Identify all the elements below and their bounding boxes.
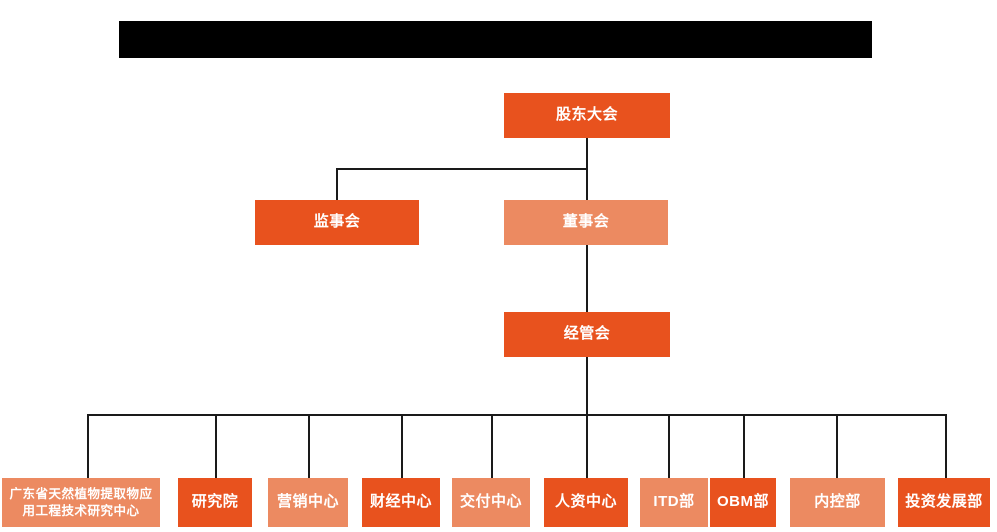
connector-to-supervisors — [336, 168, 338, 200]
node-department-label-5: 交付中心 — [459, 493, 522, 511]
connector-directors-to-management — [586, 245, 588, 313]
node-management-committee[interactable]: 经管会 — [504, 312, 670, 357]
node-department-label-9: 内控部 — [814, 493, 861, 511]
node-shareholders-meeting[interactable]: 股东大会 — [504, 93, 670, 138]
node-department-hr-center[interactable]: 人资中心 — [544, 478, 628, 527]
node-department-delivery-center[interactable]: 交付中心 — [452, 478, 530, 527]
node-management-committee-label: 经管会 — [563, 325, 611, 343]
node-department-itd[interactable]: ITD部 — [640, 478, 708, 527]
connector-drop-7 — [668, 414, 670, 478]
node-department-label-8: OBM部 — [717, 493, 769, 511]
connector-drop-2 — [215, 414, 217, 478]
node-department-label-6: 人资中心 — [554, 493, 617, 511]
connector-department-bus — [87, 414, 946, 416]
connector-drop-9 — [836, 414, 838, 478]
node-department-label-1: 广东省天然植物提取物应 用工程技术研究中心 — [9, 486, 153, 518]
connector-management-down — [586, 357, 588, 415]
connector-shareholders-down — [586, 138, 588, 169]
node-department-finance-center[interactable]: 财经中心 — [362, 478, 440, 527]
connector-drop-6 — [586, 414, 588, 478]
connector-drop-4 — [401, 414, 403, 478]
node-board-of-supervisors-label: 监事会 — [313, 213, 361, 231]
node-department-obm[interactable]: OBM部 — [710, 478, 776, 527]
node-department-guangdong-research-center[interactable]: 广东省天然植物提取物应 用工程技术研究中心 — [2, 478, 160, 527]
connector-level1-bus — [336, 168, 588, 170]
redacted-title-bar — [119, 21, 872, 58]
node-shareholders-meeting-label: 股东大会 — [555, 106, 618, 124]
node-department-label-7: ITD部 — [653, 493, 695, 511]
node-department-label-4: 财经中心 — [369, 493, 432, 511]
connector-drop-1 — [87, 414, 89, 478]
connector-drop-8 — [743, 414, 745, 478]
node-department-label-2: 研究院 — [191, 493, 239, 511]
node-department-investment-development[interactable]: 投资发展部 — [898, 478, 990, 527]
node-department-label-3: 营销中心 — [276, 493, 339, 511]
connector-drop-5 — [491, 414, 493, 478]
node-department-internal-control[interactable]: 内控部 — [790, 478, 885, 527]
node-board-of-supervisors[interactable]: 监事会 — [255, 200, 419, 245]
node-department-label-10: 投资发展部 — [905, 493, 983, 511]
connector-drop-3 — [308, 414, 310, 478]
node-department-research-institute[interactable]: 研究院 — [178, 478, 252, 527]
node-department-marketing-center[interactable]: 营销中心 — [268, 478, 348, 527]
connector-drop-10 — [945, 414, 947, 478]
node-board-of-directors[interactable]: 董事会 — [504, 200, 668, 245]
connector-to-directors — [586, 168, 588, 200]
node-board-of-directors-label: 董事会 — [562, 213, 610, 231]
